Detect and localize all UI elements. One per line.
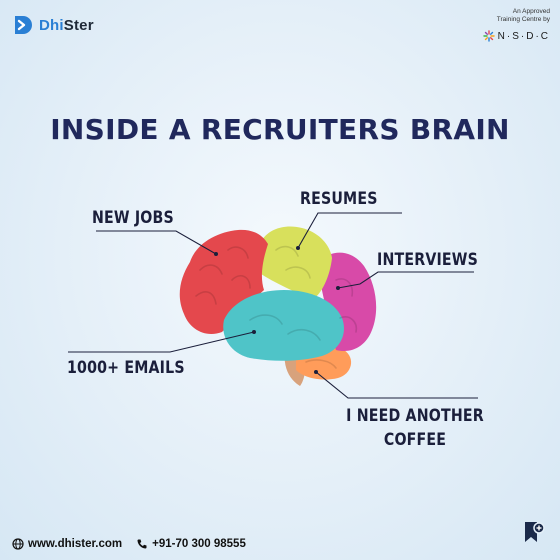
nsdc-burst-icon	[482, 30, 495, 42]
brain-frontal-lobe	[179, 229, 268, 334]
phone-icon	[137, 539, 147, 549]
phone-text: +91-70 300 98555	[152, 538, 246, 550]
footer-website[interactable]: www.dhister.com	[12, 538, 122, 550]
nsdc-name: N·S·D·C	[482, 30, 550, 42]
nsdc-approved-text: An Approved	[512, 8, 550, 15]
leader-line-new-jobs	[96, 230, 217, 255]
footer-contact: www.dhister.com +91-70 300 98555	[12, 538, 246, 550]
label-coffee-line1: I NEED ANOTHER	[346, 406, 484, 425]
globe-icon	[12, 538, 24, 550]
leader-line-interviews	[337, 271, 474, 289]
label-interviews: INTERVIEWS	[377, 250, 479, 269]
leader-line-emails	[68, 331, 255, 353]
website-text: www.dhister.com	[28, 538, 123, 550]
dhister-logo[interactable]: DhiSter	[12, 14, 94, 36]
leader-line-coffee	[315, 371, 478, 399]
nsdc-training-text: Training Centre by	[496, 16, 550, 23]
page-title: INSIDE A RECRUITERS BRAIN	[50, 113, 510, 146]
leader-line-resumes	[297, 212, 402, 249]
label-coffee-line2: COFFEE	[383, 430, 447, 449]
brain-parietal-lobe	[257, 226, 332, 300]
dhister-logo-icon	[15, 16, 32, 34]
brain-temporal-lobe	[223, 290, 344, 361]
nsdc-badge: An Approved Training Centre by N·S·D·C	[482, 8, 550, 42]
label-coffee: I NEED ANOTHER COFFEE	[333, 404, 496, 452]
brand-name: DhiSter	[39, 16, 94, 34]
label-resumes: RESUMES	[300, 189, 378, 208]
bookmark-add-icon[interactable]	[522, 520, 546, 546]
footer-phone[interactable]: +91-70 300 98555	[136, 538, 246, 550]
label-new-jobs: NEW JOBS	[92, 208, 174, 227]
label-emails: 1000+ EMAILS	[67, 358, 185, 377]
